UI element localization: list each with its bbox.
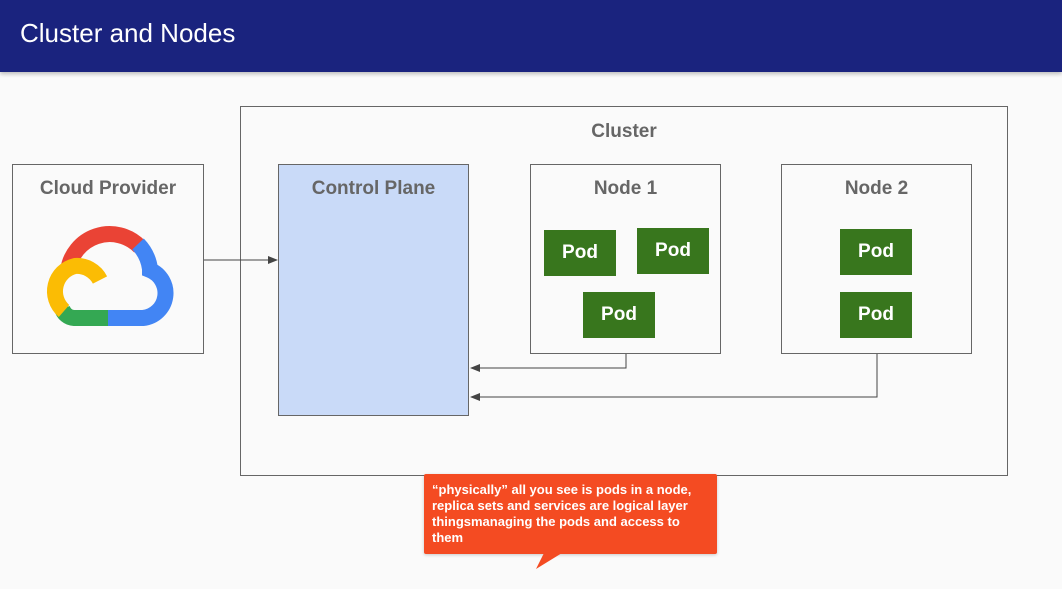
page-title: Cluster and Nodes — [20, 18, 236, 48]
node-1-to-control-plane-arrow — [470, 354, 627, 372]
control-plane-box: Control Plane — [278, 164, 469, 416]
logo-yellow-arc — [47, 257, 108, 318]
node-1-pod: Pod — [544, 230, 616, 276]
node-2-pod: Pod — [840, 229, 912, 275]
node-2-pod: Pod — [840, 292, 912, 338]
cluster-label: Cluster — [591, 121, 657, 142]
callout-text: “physically” all you see is pods in a no… — [432, 482, 692, 545]
logo-blue-arc — [108, 238, 174, 326]
node-2-label: Node 2 — [844, 178, 909, 199]
node-1-label: Node 1 — [593, 178, 658, 199]
node-2-to-control-plane-arrow — [470, 354, 878, 401]
node-1-pod: Pod — [637, 228, 709, 274]
node-1-pod: Pod — [583, 292, 655, 338]
header-bar: Cluster and Nodes — [0, 0, 1062, 72]
google-cloud-logo-icon — [47, 226, 174, 326]
cloud-provider-label: Cloud Provider — [39, 178, 177, 199]
control-plane-label: Control Plane — [311, 178, 436, 199]
callout-note: “physically” all you see is pods in a no… — [424, 474, 717, 554]
